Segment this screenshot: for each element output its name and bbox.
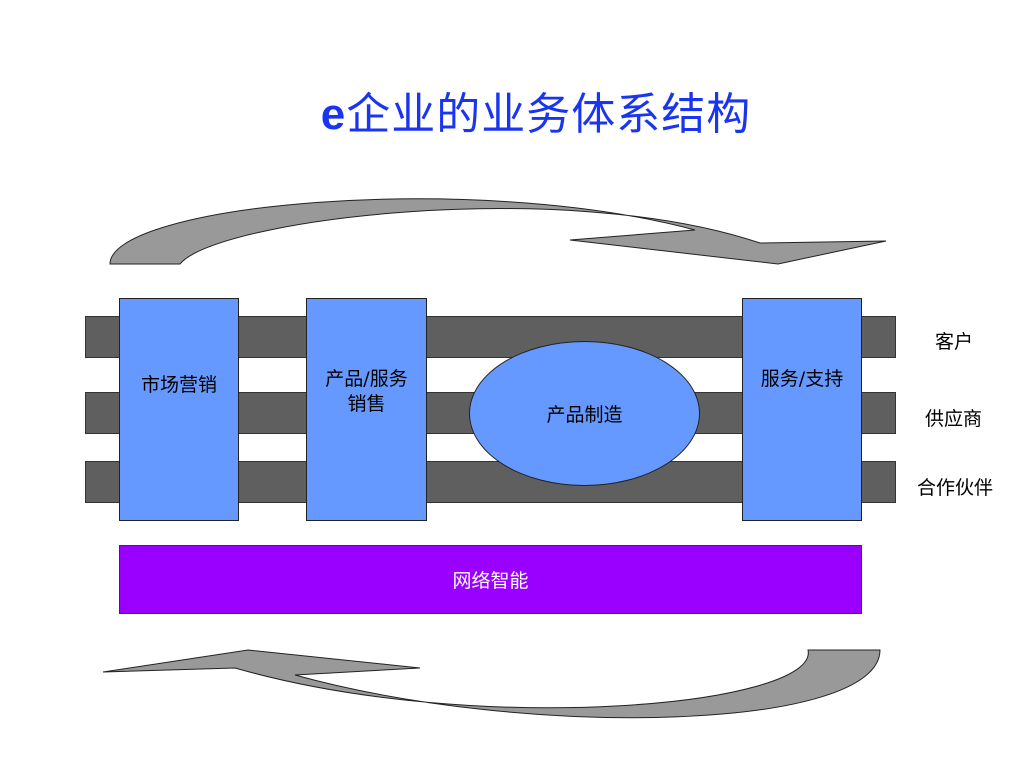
side-label-partner: 合作伙伴 <box>917 477 994 499</box>
slide-title: e企业的业务体系结构 <box>0 78 1024 142</box>
pillar-marketing-label: 市场营销 <box>140 374 217 396</box>
title-main: 企业的业务体系结构 <box>346 89 752 140</box>
pillar-service-label: 服务/支持 <box>760 368 844 390</box>
pillar-sales-label-line1: 产品/服务 <box>325 368 408 390</box>
network-intelligence-label: 网络智能 <box>452 570 529 592</box>
pillar-service: 服务/支持 <box>742 298 862 521</box>
side-label-customer: 客户 <box>935 331 974 353</box>
center-process-label: 产品制造 <box>546 404 623 426</box>
bottom-curved-arrow <box>102 649 881 719</box>
side-label-supplier: 供应商 <box>925 408 983 430</box>
top-curved-arrow <box>109 198 887 265</box>
pillar-marketing: 市场营销 <box>119 298 239 521</box>
network-intelligence-bar: 网络智能 <box>119 545 862 614</box>
pillar-sales-label-line2: 销售 <box>347 393 386 415</box>
title-prefix: e <box>320 90 347 139</box>
center-process-ellipse: 产品制造 <box>469 341 700 486</box>
pillar-sales: 产品/服务 销售 <box>306 298 427 521</box>
